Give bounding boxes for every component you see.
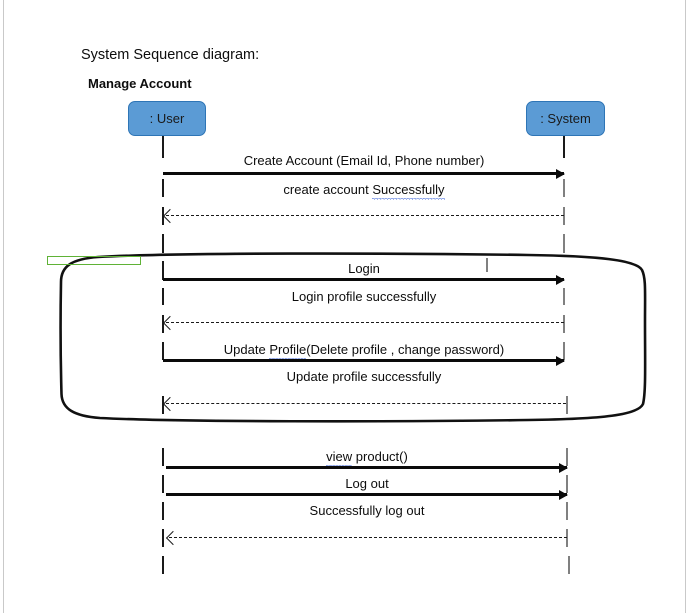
lifeline-system-segment [563,315,565,333]
participant-system[interactable]: : System [526,101,605,136]
message-label-create-account: Create Account (Email Id, Phone number) [243,153,485,168]
lifeline-system-segment [563,234,565,253]
annotation-group-outline [58,252,648,424]
lifeline-user-segment [162,448,164,466]
message-label-update-profile-successfully: Update profile successfully [286,369,442,384]
message-text-part: create account [283,182,373,197]
message-text-part: product() [352,449,408,464]
lifeline-system-segment [563,207,565,225]
lifeline-system-segment [566,448,568,466]
lifeline-system-segment [563,136,565,158]
misspelled-word: Profile [269,342,307,360]
lifeline-system-segment [563,342,565,360]
return-arrow-successfully-log-out [169,537,567,538]
lifeline-user-segment [162,261,164,280]
lifeline-user-segment [162,179,164,197]
participant-system-label: : System [540,111,591,126]
return-arrow-update-profile-successfully [166,403,566,404]
annotation-green-highlight-rectangle [47,256,141,265]
page-title: System Sequence diagram: [81,47,260,63]
message-arrow-login [163,278,564,281]
lifeline-user-segment [162,234,164,253]
diagram-subtitle: Manage Account [88,76,192,91]
lifeline-user-segment [162,475,164,493]
lifeline-user-segment [162,529,164,547]
message-text-part: (Delete profile , change password) [306,342,505,357]
lifeline-system-segment [566,396,568,414]
message-label-view-product: view product() [166,449,568,467]
lifeline-system-segment [568,556,570,574]
misspelled-word: Successfully [372,182,445,200]
message-arrow-log-out [166,493,567,496]
message-arrow-create-account [163,172,564,175]
lifeline-user-segment [162,136,164,158]
lifeline-system-segment [566,529,568,547]
lifeline-system-segment [486,258,488,272]
lifeline-user-segment [162,342,164,360]
page-right-margin-rule [685,0,686,613]
misspelled-word: view [326,449,353,467]
message-label-login-profile-successfully: Login profile successfully [291,289,437,304]
lifeline-system-segment [566,502,568,520]
return-arrow-create-account-successfully [166,215,564,216]
lifeline-user-segment [162,502,164,520]
message-label-successfully-log-out: Successfully log out [309,503,425,518]
message-label-update-profile: Update Profile(Delete profile , change p… [163,342,565,360]
return-arrow-login-profile-successfully [166,322,564,323]
lifeline-user-segment [162,556,164,574]
participant-user-label: : User [149,111,185,126]
page-left-margin-rule [3,0,4,613]
lifeline-user-segment [162,288,164,305]
message-label-create-account-successfully: create account Successfully [163,182,565,200]
message-label-login: Login [348,261,380,276]
message-arrow-view-product [166,466,567,469]
lifeline-system-segment [563,288,565,305]
lifeline-system-segment [563,179,565,197]
participant-user[interactable]: : User [128,101,206,136]
lifeline-system-segment [566,475,568,493]
message-arrow-update-profile [163,359,564,362]
lifeline-user-segment [162,315,164,333]
message-text-part: Update [223,342,270,357]
lifeline-user-segment [162,396,164,414]
message-label-log-out: Log out [345,476,389,491]
